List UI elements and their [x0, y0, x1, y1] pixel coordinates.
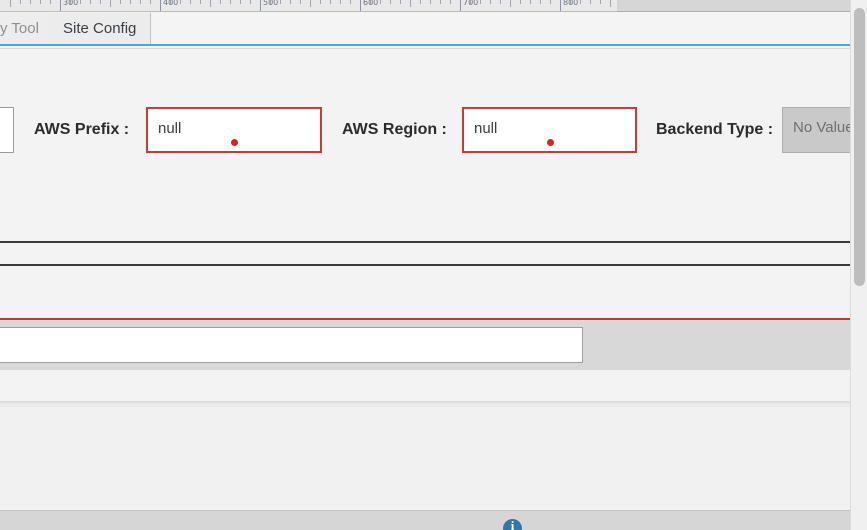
ruler-tick	[480, 0, 481, 4]
ruler-tick	[510, 0, 511, 7]
tab-site-config[interactable]: Site Config	[49, 13, 152, 44]
backend-type-label: Backend Type :	[656, 121, 774, 138]
ruler-label: 700	[463, 0, 479, 7]
aws-region-label: AWS Region :	[342, 121, 447, 138]
aws-prefix-input[interactable]: null	[146, 107, 322, 153]
panel-shadow-edge	[0, 401, 850, 409]
ruler-tick	[50, 0, 51, 4]
ruler-tick	[360, 0, 361, 11]
ruler-tick	[110, 0, 111, 7]
ruler-tick	[70, 0, 71, 4]
ruler-tick	[550, 0, 551, 4]
ruler-tick	[260, 0, 261, 11]
clipped-left-input[interactable]	[0, 107, 14, 153]
ruler-tick	[220, 0, 221, 4]
aws-region-input[interactable]: null	[462, 107, 637, 153]
ruler-tick	[350, 0, 351, 4]
ruler-tick	[190, 0, 191, 4]
ruler-tick	[420, 0, 421, 4]
ruler-tick	[330, 0, 331, 4]
ruler-tick	[270, 0, 271, 4]
ruler-tick	[290, 0, 291, 4]
ruler-tick	[20, 0, 21, 4]
ruler-tick	[320, 0, 321, 4]
search-input[interactable]	[0, 327, 583, 363]
search-band	[0, 320, 850, 370]
ruler-tick	[430, 0, 431, 4]
aws-region-value: null	[474, 120, 498, 137]
ruler-tick	[230, 0, 231, 4]
ruler-tick	[400, 0, 401, 4]
ruler-tick	[180, 0, 181, 4]
error-divider	[0, 318, 850, 320]
ruler-inactive-region	[617, 0, 850, 12]
aws-prefix-value: null	[158, 120, 182, 137]
ruler-tick	[610, 0, 611, 7]
ruler-tick	[570, 0, 571, 4]
ruler-label: 800	[563, 0, 579, 7]
status-bar: i	[0, 510, 867, 530]
ruler-tick	[390, 0, 391, 4]
aws-prefix-label: AWS Prefix :	[34, 121, 130, 138]
ruler-tick	[530, 0, 531, 4]
info-icon[interactable]: i	[503, 518, 522, 530]
config-panel: AWS Prefix : null AWS Region : null Back…	[0, 48, 867, 530]
ruler-tick	[30, 0, 31, 4]
aws-prefix-required-dot	[231, 139, 238, 146]
ruler-tick	[450, 0, 451, 4]
section-divider-bottom	[0, 264, 850, 266]
ruler-tick	[140, 0, 141, 4]
ruler-tick	[300, 0, 301, 4]
info-icon-glyph: i	[510, 518, 515, 530]
lower-strip	[0, 370, 850, 401]
ruler-tick	[40, 0, 41, 4]
ruler-tick	[150, 0, 151, 4]
ruler-tick	[460, 0, 461, 11]
tab-strip: y Tool Site Config	[0, 13, 850, 46]
ruler-tick	[250, 0, 251, 4]
vertical-scrollbar[interactable]	[850, 0, 867, 530]
ruler-label: 500	[263, 0, 279, 7]
ruler-tick	[380, 0, 381, 4]
ruler-tick	[600, 0, 601, 4]
ruler-tick	[470, 0, 471, 4]
tab-y-tool[interactable]: y Tool	[0, 13, 54, 44]
ruler-tick	[540, 0, 541, 4]
ruler-tick	[10, 0, 11, 7]
empty-content-area	[0, 407, 850, 530]
ruler-label: 300	[63, 0, 79, 7]
ruler-tick	[90, 0, 91, 4]
ruler-tick	[160, 0, 161, 11]
ruler-tick	[590, 0, 591, 4]
ruler-tick	[130, 0, 131, 4]
ruler-tick	[370, 0, 371, 4]
tab-strip-filler	[145, 13, 850, 44]
ruler-tick	[100, 0, 101, 4]
ruler-tick	[280, 0, 281, 4]
aws-region-required-dot	[546, 139, 554, 146]
ruler-tick	[440, 0, 441, 4]
ruler-tick	[120, 0, 121, 4]
ruler-tick	[210, 0, 211, 7]
ruler-tick	[500, 0, 501, 4]
aws-settings-row: AWS Prefix : null AWS Region : null Back…	[0, 93, 867, 173]
ruler-tick	[200, 0, 201, 4]
backend-type-value: No Value	[793, 119, 854, 136]
section-divider-top	[0, 241, 850, 243]
ruler-tick	[580, 0, 581, 4]
scrollbar-thumb[interactable]	[854, 8, 865, 286]
ruler-tick	[560, 0, 561, 11]
ruler-label: 400	[163, 0, 179, 7]
ruler-tick	[170, 0, 171, 4]
ruler-tick	[240, 0, 241, 4]
ruler-tick	[310, 0, 311, 7]
ruler-tick	[410, 0, 411, 7]
ruler-tick	[340, 0, 341, 4]
ruler-tick	[490, 0, 491, 4]
ruler-tick	[80, 0, 81, 4]
ruler-label: 600	[363, 0, 379, 7]
ruler-tick	[60, 0, 61, 11]
ruler-tick	[520, 0, 521, 4]
horizontal-ruler: 300 400 500 600 700 800	[0, 0, 617, 12]
